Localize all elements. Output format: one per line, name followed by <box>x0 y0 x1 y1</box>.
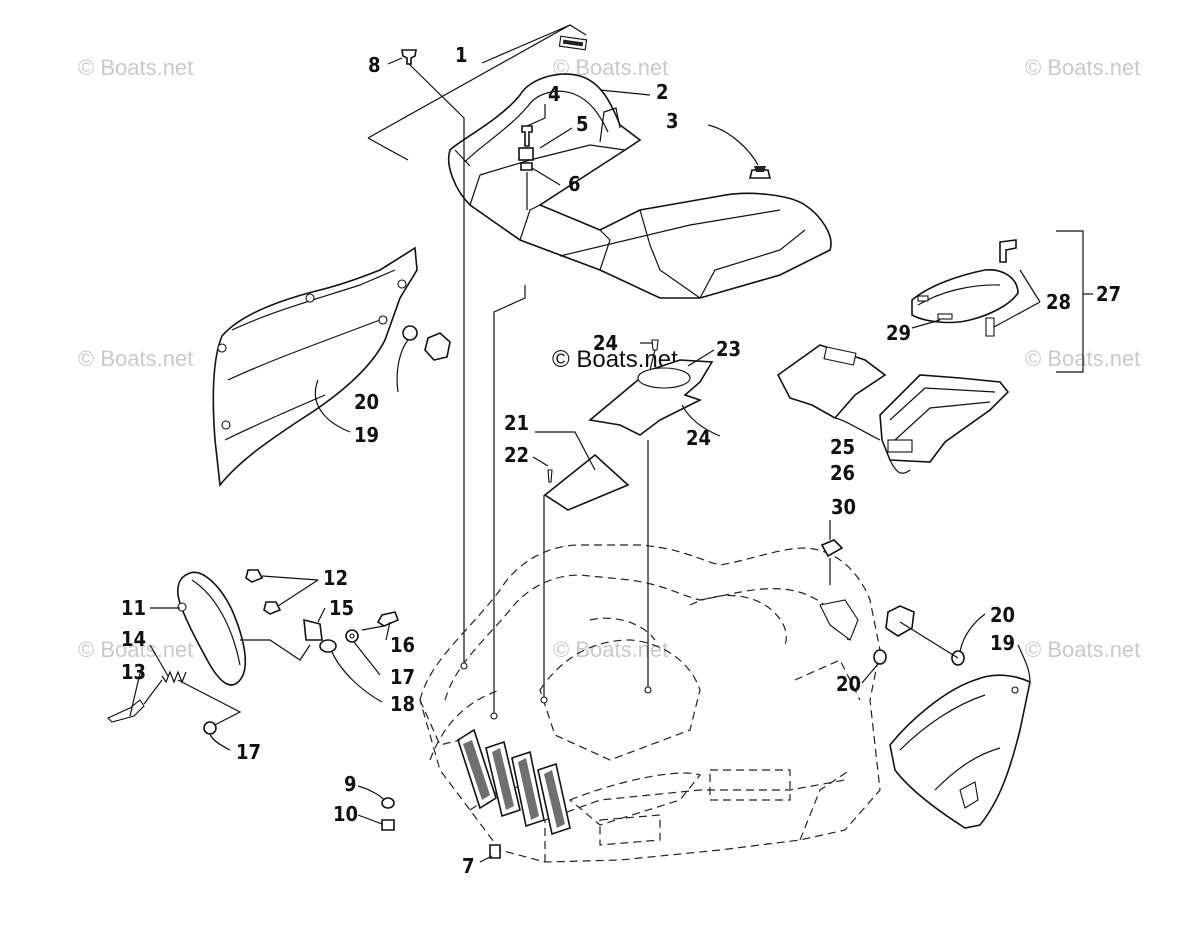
screw-16 <box>376 611 400 627</box>
callout-11: 11 <box>121 596 146 620</box>
callout-19-right: 19 <box>990 631 1015 655</box>
callout-30: 30 <box>831 495 856 519</box>
callout-13: 13 <box>121 660 146 684</box>
watermark-top-right: © Boats.net <box>1025 55 1140 80</box>
retainer-30 <box>820 539 844 558</box>
callout-14: 14 <box>121 627 146 651</box>
callout-9: 9 <box>344 772 357 796</box>
callout-28: 28 <box>1046 290 1071 314</box>
grille <box>457 728 571 836</box>
screw-12b <box>263 601 282 615</box>
screw-13 <box>107 699 145 723</box>
callout-27: 27 <box>1096 282 1121 306</box>
callout-21: 21 <box>504 411 529 435</box>
callout-18: 18 <box>390 692 415 716</box>
callout-15: 15 <box>329 596 354 620</box>
watermark-mid-left: © Boats.net <box>78 346 193 371</box>
screw-8 <box>401 49 417 65</box>
watermark-low-right: © Boats.net <box>1025 637 1140 662</box>
callout-5: 5 <box>576 112 589 136</box>
callout-3: 3 <box>666 109 679 133</box>
front-rack <box>448 73 832 299</box>
callout-22: 22 <box>504 443 529 467</box>
callout-20-left: 20 <box>354 390 379 414</box>
callout-17-right: 17 <box>390 665 415 689</box>
storage-assembly <box>776 344 1010 463</box>
headlight-lens-11 <box>177 571 247 686</box>
callout-29: 29 <box>886 321 911 345</box>
washer-17b <box>203 721 217 735</box>
callout-24-bottom: 24 <box>686 426 711 450</box>
grommet-20-mid <box>873 649 887 665</box>
leader-lines <box>129 57 1041 863</box>
watermark-low-left: © Boats.net <box>78 637 193 662</box>
nut-15 <box>303 618 323 641</box>
callout-labels: 1 2 3 4 5 6 7 8 9 10 11 12 13 14 15 16 1… <box>121 43 1121 878</box>
callout-6: 6 <box>568 172 581 196</box>
screw-12a <box>245 569 264 583</box>
front-fender <box>419 544 881 863</box>
nut-10 <box>381 819 395 831</box>
left-side-panel <box>212 246 451 488</box>
watermark-top-left: © Boats.net <box>78 55 193 80</box>
callout-20-right: 20 <box>990 603 1015 627</box>
callout-25: 25 <box>830 435 855 459</box>
callout-12: 12 <box>323 566 348 590</box>
nut-left <box>424 332 451 361</box>
watermark-low-center: © Boats.net <box>553 637 668 662</box>
bushing-6 <box>520 162 533 171</box>
callout-10: 10 <box>333 802 358 826</box>
headlight-assembly <box>107 569 400 735</box>
callout-19-left: 19 <box>354 423 379 447</box>
callout-1: 1 <box>455 43 468 67</box>
callout-16: 16 <box>390 633 415 657</box>
callout-23: 23 <box>716 337 741 361</box>
latch-28 <box>999 239 1017 263</box>
lid-29 <box>911 269 1019 324</box>
front-rack-assembly <box>367 24 832 715</box>
storage-lid-assembly <box>911 230 1093 373</box>
callout-2: 2 <box>656 80 669 104</box>
bolt-4 <box>521 125 533 147</box>
panel-21 <box>543 453 630 511</box>
callout-4: 4 <box>548 82 561 106</box>
callout-7: 7 <box>462 854 475 878</box>
spacer-5 <box>518 147 534 161</box>
right-side-panel <box>820 539 1031 829</box>
nut-right <box>885 605 915 637</box>
screw-7 <box>489 844 501 859</box>
center-panels <box>543 339 714 700</box>
callout-26: 26 <box>830 461 855 485</box>
bushing-18 <box>319 639 337 653</box>
grommet-20-left <box>402 325 418 341</box>
spring-14 <box>161 670 187 684</box>
lower-fasteners <box>381 797 501 859</box>
callout-17-lower: 17 <box>236 740 261 764</box>
callout-20-mid: 20 <box>836 672 861 696</box>
washer-9 <box>381 797 395 809</box>
callout-24-top: 24 <box>593 331 618 355</box>
callout-8: 8 <box>368 53 381 77</box>
